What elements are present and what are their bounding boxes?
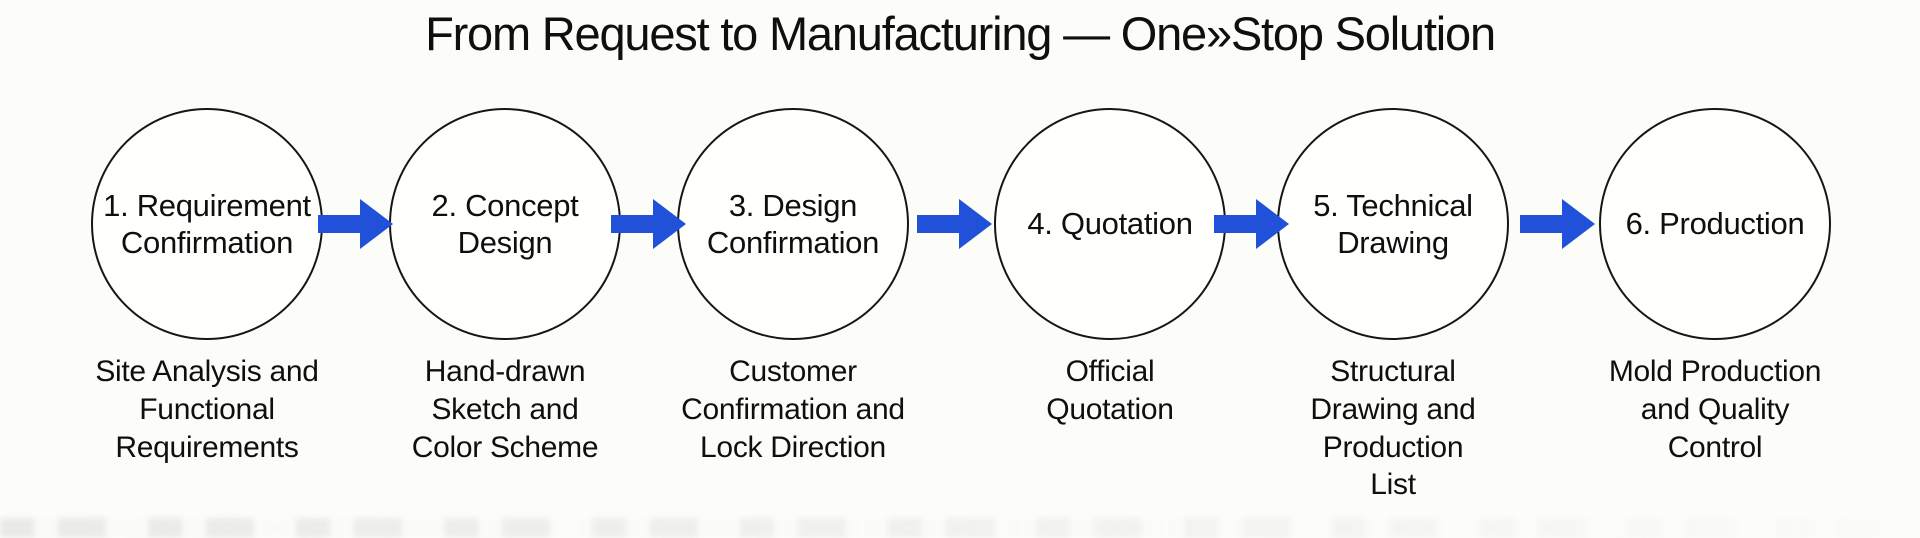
process-step-5: 5. Technical Drawing Structural Drawing … [1248, 108, 1538, 504]
process-step-2: 2. Concept Design Hand-drawn Sketch and … [360, 108, 650, 466]
step-label-1: 1. Requirement Confirmation [103, 187, 311, 260]
step-circle-3: 3. Design Confirmation [677, 108, 909, 340]
right-arrow-icon [611, 199, 686, 249]
process-step-4: 4. Quotation Official Quotation [965, 108, 1255, 429]
step-description-5: Structural Drawing and Production List [1310, 355, 1476, 502]
right-arrow-icon [1520, 199, 1595, 249]
step-description-6: Mold Production and Quality Control [1608, 355, 1822, 464]
step-description-4: Official Quotation [1046, 355, 1174, 426]
step-circle-5: 5. Technical Drawing [1277, 108, 1509, 340]
process-step-3: 3. Design Confirmation Customer Confirma… [648, 108, 938, 466]
bottom-blur-artifact [0, 518, 1920, 538]
step-description-3: Customer Confirmation and Lock Direction [681, 355, 905, 464]
process-step-6: 6. Production Mold Production and Qualit… [1570, 108, 1860, 466]
process-step-1: 1. Requirement Confirmation Site Analysi… [62, 108, 352, 466]
step-label-3: 3. Design Confirmation [706, 187, 880, 260]
step-label-6: 6. Production [1625, 206, 1805, 242]
right-arrow-icon [917, 199, 992, 249]
step-description-2: Hand-drawn Sketch and Color Scheme [411, 355, 599, 464]
step-circle-4: 4. Quotation [994, 108, 1226, 340]
right-arrow-icon [318, 199, 393, 249]
step-circle-1: 1. Requirement Confirmation [91, 108, 323, 340]
step-circle-2: 2. Concept Design [389, 108, 621, 340]
step-label-5: 5. Technical Drawing [1313, 187, 1473, 260]
step-label-4: 4. Quotation [1027, 206, 1193, 242]
diagram-title: From Request to Manufacturing — One»Stop… [425, 7, 1496, 60]
right-arrow-icon [1214, 199, 1289, 249]
step-circle-6: 6. Production [1599, 108, 1831, 340]
step-description-1: Site Analysis and Functional Requirement… [95, 355, 319, 464]
step-label-2: 2. Concept Design [431, 187, 579, 260]
